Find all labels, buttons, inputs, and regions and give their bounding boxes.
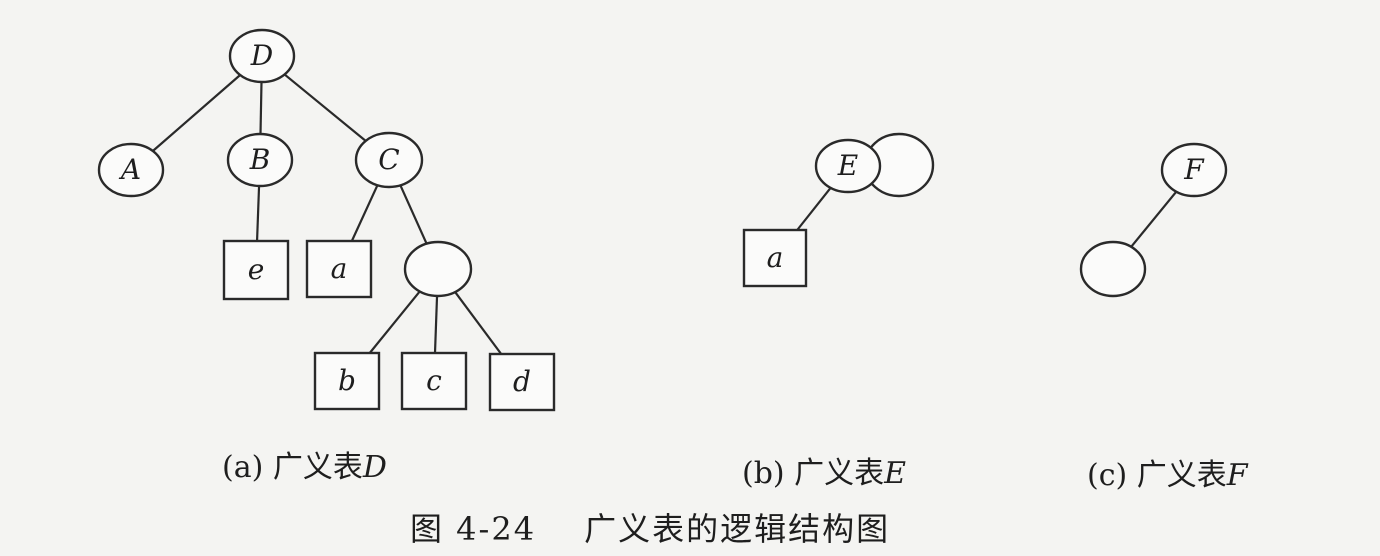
list-node-circle <box>1079 240 1147 298</box>
caption-list-f: (c) 广义表F <box>1087 450 1248 494</box>
node-label: b <box>338 364 356 397</box>
caption-tag: (a) <box>222 450 264 485</box>
figure-title: 图 4-24 广义表的逻辑结构图 <box>410 504 890 550</box>
caption-list-e: (b) 广义表E <box>742 448 906 492</box>
node-C: C <box>354 131 424 189</box>
edge-sub-c <box>433 295 439 354</box>
node-F: F <box>1160 142 1228 198</box>
node-label: E <box>837 149 858 182</box>
atom-box <box>305 239 373 299</box>
caption-tag: (c) <box>1087 458 1128 493</box>
figure-title-text: 广义表的逻辑结构图 <box>584 510 891 548</box>
list-node-circle <box>1160 142 1228 198</box>
list-node-circle <box>354 131 424 189</box>
edge-sub-d <box>454 291 503 355</box>
edge-D-A <box>152 74 241 152</box>
node-a2: a <box>742 228 808 288</box>
node-label: D <box>250 39 273 72</box>
node-e: e <box>222 239 290 301</box>
edge-F-empty <box>1130 190 1178 248</box>
node-label: F <box>1183 153 1205 186</box>
edge-E-a2 <box>796 187 832 231</box>
caption-label: 广义表 <box>1136 458 1227 493</box>
node-layer: D A B Ce a b c d Ea F <box>97 28 1228 412</box>
edge-layer <box>152 73 1178 355</box>
list-node-circle <box>226 132 294 188</box>
node-sub <box>403 240 473 298</box>
node-label: C <box>378 143 399 176</box>
list-node-circle <box>228 28 296 84</box>
node-B: B <box>226 132 294 188</box>
caption-var: D <box>362 450 387 485</box>
edge-sub-b <box>368 290 421 354</box>
node-c: c <box>400 351 468 411</box>
edge-D-C <box>283 73 367 142</box>
edge-C-sub <box>399 184 428 245</box>
node-label: c <box>426 364 442 397</box>
node-label: e <box>248 253 265 286</box>
node-label: a <box>331 252 348 285</box>
caption-var: F <box>1226 458 1248 493</box>
node-empty <box>1079 240 1147 298</box>
node-label: A <box>118 153 141 186</box>
node-label: B <box>249 143 271 176</box>
caption-label: 广义表 <box>794 456 885 491</box>
list-node-circle <box>814 138 882 194</box>
node-label: a <box>767 241 784 274</box>
atom-box <box>488 352 556 412</box>
edge-D-B <box>259 81 263 135</box>
edge-C-a <box>350 184 379 242</box>
caption-label: 广义表 <box>272 450 363 485</box>
atom-box <box>313 351 381 411</box>
caption-tag: (b) <box>742 456 785 491</box>
caption-list-d: (a) 广义表D <box>222 442 387 486</box>
edge-B-e <box>255 185 261 242</box>
list-node-circle <box>97 142 165 198</box>
list-node-circle <box>403 240 473 298</box>
node-A: A <box>97 142 165 198</box>
node-D: D <box>228 28 296 84</box>
node-d: d <box>488 352 556 412</box>
caption-var: E <box>884 456 907 491</box>
node-b: b <box>313 351 381 411</box>
atom-box <box>222 239 290 301</box>
figure-number: 图 4-24 <box>410 510 537 548</box>
node-label: d <box>513 365 531 398</box>
node-E: E <box>814 138 882 194</box>
atom-box <box>742 228 808 288</box>
node-a: a <box>305 239 373 299</box>
atom-box <box>400 351 468 411</box>
